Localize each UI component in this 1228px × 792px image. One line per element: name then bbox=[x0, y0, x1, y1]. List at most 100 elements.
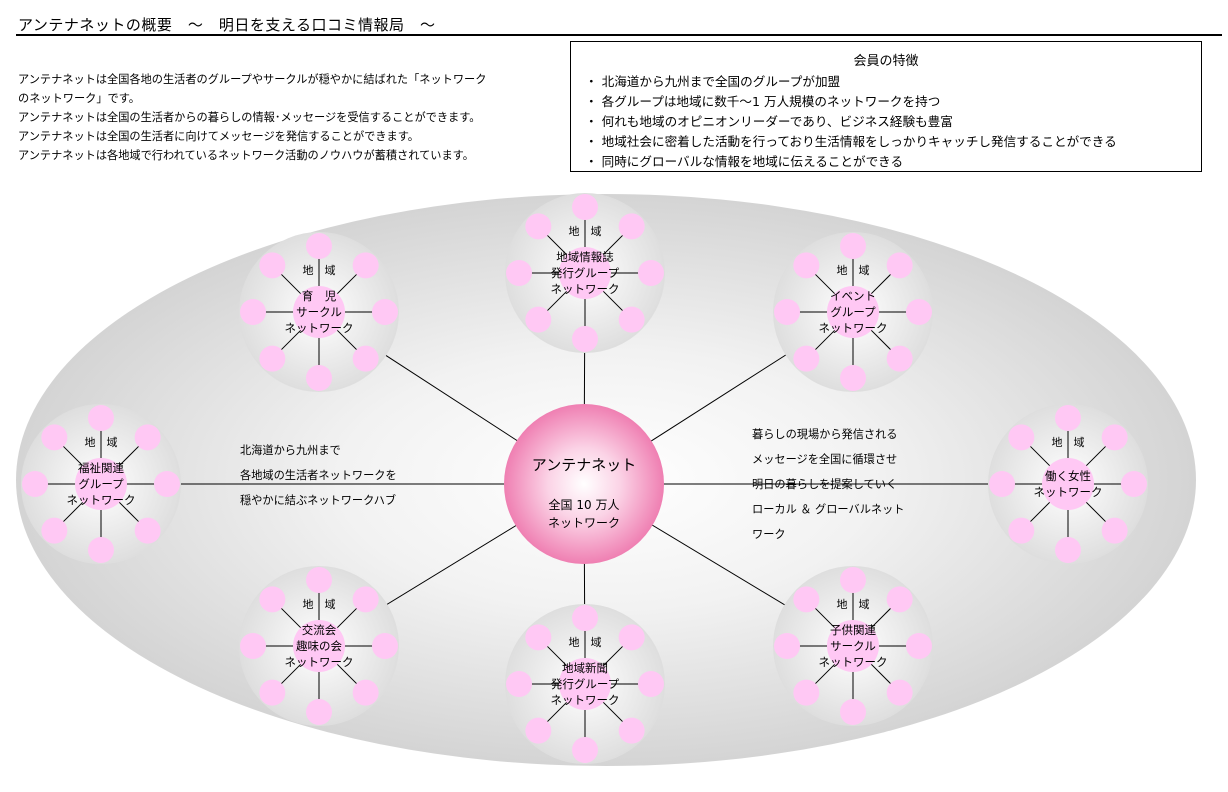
cluster-label-line: ネットワーク bbox=[550, 693, 620, 707]
intro-line: のネットワーク」です。 bbox=[18, 92, 140, 105]
member-node bbox=[840, 699, 866, 725]
member-node bbox=[525, 624, 552, 651]
member-node bbox=[240, 633, 266, 659]
intro-line: アンテナネットは各地域で行われているネットワーク活動のノウハウが蓄積されています… bbox=[18, 149, 474, 162]
cluster-link bbox=[814, 327, 838, 351]
feature-item: 同時にグローバルな情報を地域に伝えることができる bbox=[585, 152, 1201, 172]
cluster-link bbox=[62, 445, 86, 469]
cluster-label-line: 育 児 bbox=[301, 289, 337, 303]
member-node bbox=[906, 299, 932, 325]
cluster-link bbox=[546, 288, 570, 312]
member-node bbox=[352, 252, 379, 279]
cluster-center-node bbox=[1042, 458, 1094, 510]
cluster-label-line: サークル bbox=[296, 305, 342, 319]
member-node bbox=[1008, 517, 1035, 544]
hub-name: アンテナネット bbox=[531, 456, 637, 474]
region-cluster bbox=[239, 566, 399, 726]
member-node bbox=[572, 194, 598, 220]
cluster-center-node bbox=[293, 620, 345, 672]
left-caption: 北海道から九州まで 各地域の生活者ネットワークを 穏やかに結ぶネットワークハブ bbox=[240, 438, 397, 513]
cluster-link bbox=[868, 273, 892, 297]
region-cluster bbox=[21, 404, 181, 564]
member-node bbox=[154, 471, 180, 497]
cluster-link bbox=[868, 327, 892, 351]
hub-size-line2: ネットワーク bbox=[547, 516, 621, 530]
cluster-label-line: 地域情報誌 bbox=[556, 250, 614, 264]
cluster-link bbox=[600, 288, 624, 312]
member-node bbox=[506, 671, 532, 697]
member-node bbox=[372, 633, 398, 659]
cluster-center-node bbox=[559, 658, 611, 710]
member-node bbox=[240, 299, 266, 325]
member-node bbox=[352, 679, 379, 706]
region-label: 地 域 bbox=[836, 264, 870, 277]
member-node bbox=[41, 424, 68, 451]
member-node bbox=[774, 299, 800, 325]
cluster-label-line: ネットワーク bbox=[284, 321, 354, 335]
cluster-label: 地域情報誌発行グループネットワーク bbox=[551, 249, 620, 297]
member-node bbox=[259, 679, 286, 706]
cluster-label-line: グループ bbox=[78, 477, 124, 491]
cluster-center-node bbox=[827, 620, 879, 672]
cluster-link bbox=[814, 273, 838, 297]
member-node bbox=[886, 586, 913, 613]
member-node bbox=[22, 471, 48, 497]
left-caption-line: 穏やかに結ぶネットワークハブ bbox=[240, 494, 397, 507]
cluster-label-line: 働く女性 bbox=[1045, 469, 1091, 483]
member-node bbox=[989, 471, 1015, 497]
region-label: 地 域 bbox=[568, 636, 602, 649]
cluster-link bbox=[1029, 499, 1053, 523]
cluster-link bbox=[280, 273, 304, 297]
right-caption-line: メッセージを全国に循環させ bbox=[752, 453, 898, 466]
cluster-center-node bbox=[559, 247, 611, 299]
member-node bbox=[259, 586, 286, 613]
hub-circle bbox=[504, 404, 664, 564]
member-node bbox=[259, 252, 286, 279]
cluster-center-node bbox=[827, 286, 879, 338]
member-node bbox=[306, 699, 332, 725]
member-features-box: 会員の特徴 北海道から九州まで全国のグループが加盟 各グループは地域に数千～1 … bbox=[570, 41, 1202, 172]
member-node bbox=[774, 633, 800, 659]
feature-item: 地域社会に密着した活動を行っており生活情報をしっかりキャッチし発信することができ… bbox=[585, 132, 1201, 152]
member-node bbox=[1055, 405, 1081, 431]
cluster-link bbox=[546, 234, 570, 258]
cluster-label-line: イベント bbox=[830, 289, 876, 303]
member-node bbox=[1101, 517, 1128, 544]
right-caption: 暮らしの現場から発信される メッセージを全国に循環させ 明日の暮らしを提案してい… bbox=[752, 422, 904, 547]
cluster-link bbox=[868, 607, 892, 631]
features-title: 会員の特徴 bbox=[853, 54, 919, 69]
cluster-label-line: 発行グループ bbox=[550, 677, 620, 691]
cluster-link bbox=[116, 445, 140, 469]
region-label: 地 域 bbox=[1051, 436, 1085, 449]
member-node bbox=[793, 345, 820, 372]
page-title: アンテナネットの概要 ～ 明日を支える口コミ情報局 ～ bbox=[18, 16, 436, 34]
member-node bbox=[840, 567, 866, 593]
cluster-label: 福祉関連グループネットワーク bbox=[67, 460, 136, 508]
member-node bbox=[638, 260, 664, 286]
cluster-link bbox=[334, 273, 358, 297]
cluster-label-line: ネットワーク bbox=[1033, 485, 1103, 499]
cluster-label-line: ネットワーク bbox=[284, 655, 354, 669]
member-node bbox=[306, 233, 332, 259]
left-caption-line: 各地域の生活者ネットワークを bbox=[240, 469, 397, 482]
member-node bbox=[525, 717, 552, 744]
cluster-link bbox=[546, 699, 570, 723]
cluster-label-line: 子供関連 bbox=[830, 623, 876, 637]
cluster-label: 地域新聞発行グループネットワーク bbox=[551, 660, 620, 708]
cluster-link bbox=[814, 607, 838, 631]
cluster-label: イベントグループネットワーク bbox=[819, 288, 888, 336]
member-node bbox=[1008, 424, 1035, 451]
member-node bbox=[1055, 537, 1081, 563]
region-label: 地 域 bbox=[836, 598, 870, 611]
right-caption-line: 暮らしの現場から発信される bbox=[752, 428, 898, 441]
member-node bbox=[572, 737, 598, 763]
cluster-label-line: 交流会 bbox=[301, 623, 337, 637]
member-node bbox=[886, 345, 913, 372]
member-node bbox=[638, 671, 664, 697]
member-node bbox=[840, 365, 866, 391]
cluster-label-line: 発行グループ bbox=[550, 266, 620, 280]
member-node bbox=[572, 326, 598, 352]
cluster-label-line: 福祉関連 bbox=[78, 461, 124, 475]
cluster-link bbox=[334, 661, 358, 685]
